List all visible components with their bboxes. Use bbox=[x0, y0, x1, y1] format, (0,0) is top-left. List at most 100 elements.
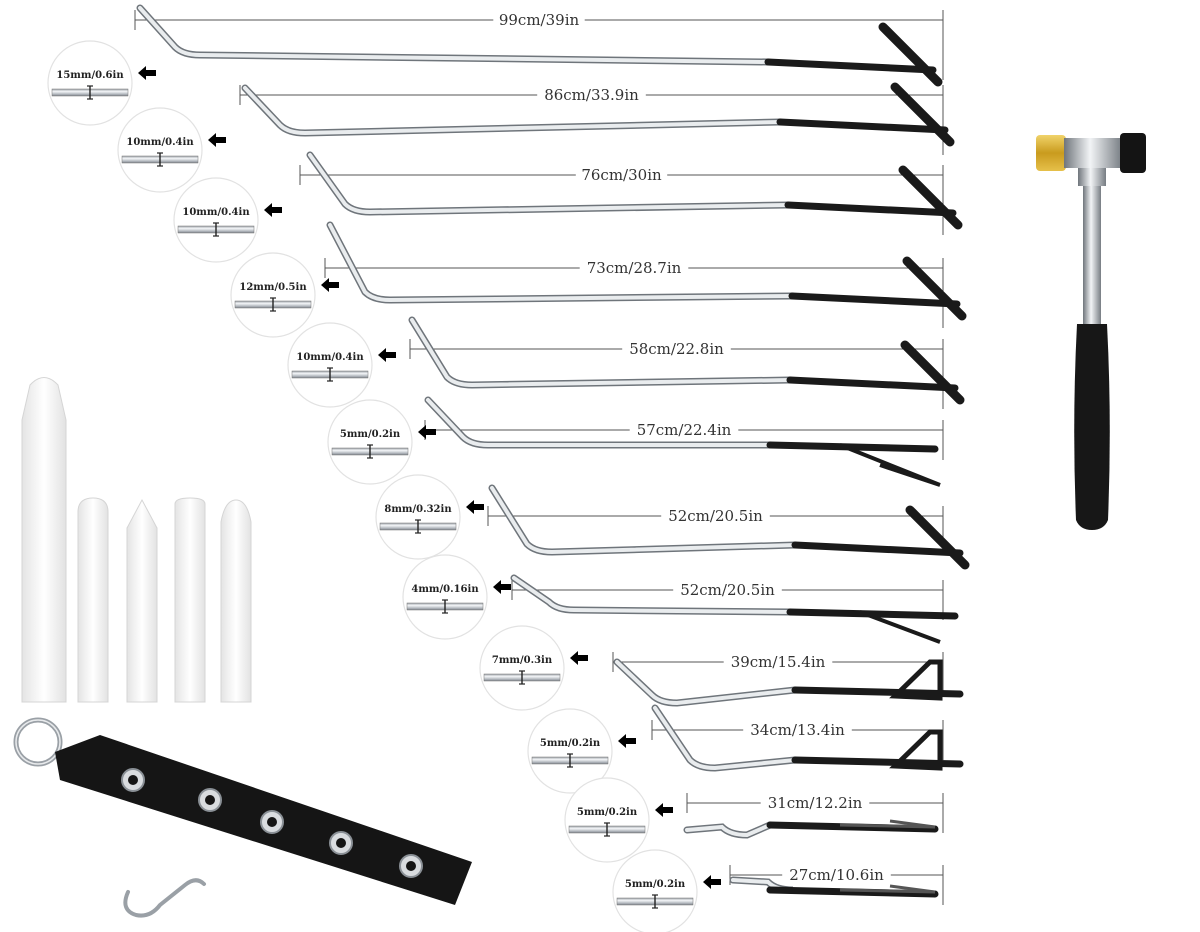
length-label: 73cm/28.7in bbox=[587, 259, 682, 277]
s-hook bbox=[123, 878, 206, 918]
t-handle bbox=[905, 505, 970, 570]
tip-circle bbox=[564, 777, 650, 863]
rod-grip bbox=[766, 886, 939, 898]
tip-circle bbox=[230, 252, 316, 338]
tip-diameter-label: 5mm/0.2in bbox=[577, 807, 638, 818]
tip-diameter-label: 5mm/0.2in bbox=[540, 738, 601, 749]
t-handle bbox=[878, 22, 943, 87]
rod-12: 27cm/10.6in 5mm/0.2in bbox=[612, 849, 944, 932]
tip-diameter-label: 10mm/0.4in bbox=[126, 137, 194, 148]
rod-8: 52cm/20.5in 4mm/0.16in bbox=[402, 554, 959, 644]
rod-grip bbox=[764, 58, 937, 74]
flat-handle bbox=[839, 819, 936, 829]
length-label: 99cm/39in bbox=[499, 11, 580, 29]
hammer-head-body bbox=[1064, 138, 1122, 168]
rod-shaft bbox=[512, 576, 792, 614]
tip-circle bbox=[402, 554, 488, 640]
rod-grip bbox=[786, 608, 959, 620]
rod-grip bbox=[786, 376, 959, 392]
hammer-head-rubber-face bbox=[1120, 133, 1146, 173]
tip-diameter-label: 5mm/0.2in bbox=[340, 429, 401, 440]
length-label: 31cm/12.2in bbox=[768, 794, 863, 812]
arrow-icon bbox=[378, 348, 396, 362]
tip-circle bbox=[47, 40, 133, 126]
arrow-icon bbox=[655, 803, 673, 817]
arrow-icon bbox=[570, 651, 588, 665]
rod-shaft bbox=[685, 823, 772, 838]
rod-grip bbox=[791, 756, 964, 768]
rod-grip bbox=[766, 441, 939, 453]
rod-9: 39cm/15.4in 7mm/0.3in bbox=[479, 625, 964, 711]
rod-grip bbox=[788, 292, 961, 308]
rod-grip bbox=[784, 201, 957, 217]
tip-circle bbox=[479, 625, 565, 711]
length-label: 34cm/13.4in bbox=[750, 721, 845, 739]
rod-10: 34cm/13.4in 5mm/0.2in bbox=[527, 704, 964, 794]
tip-diameter-label: 4mm/0.16in bbox=[411, 584, 479, 595]
t-handle bbox=[902, 256, 967, 321]
t-handle bbox=[900, 340, 965, 405]
length-label: 52cm/20.5in bbox=[680, 581, 775, 599]
tap-down-flat bbox=[174, 497, 206, 703]
rod-grip bbox=[791, 541, 964, 557]
tip-circle bbox=[287, 322, 373, 408]
tip-circle bbox=[375, 474, 461, 560]
rod-4: 73cm/28.7in 12mm/0.5in bbox=[230, 221, 967, 338]
tip-diameter-label: 12mm/0.5in bbox=[239, 282, 307, 293]
rod-shaft bbox=[490, 486, 797, 555]
rod-shaft bbox=[426, 398, 772, 447]
rod-11: 31cm/12.2in 5mm/0.2in bbox=[564, 777, 944, 863]
triangle-handle bbox=[889, 729, 943, 771]
rod-2: 86cm/33.9in 10mm/0.4in bbox=[117, 82, 955, 193]
tip-diameter-label: 8mm/0.32in bbox=[384, 504, 452, 515]
rod-shaft bbox=[243, 86, 782, 136]
rod-grip bbox=[776, 118, 949, 134]
length-label: 52cm/20.5in bbox=[668, 507, 763, 525]
rod-shaft bbox=[653, 706, 797, 771]
hammer-shaft bbox=[1083, 186, 1101, 324]
rod-shaft bbox=[615, 660, 797, 706]
arrow-icon bbox=[466, 500, 484, 514]
tip-circle bbox=[612, 849, 698, 932]
tip-diameter-label: 5mm/0.2in bbox=[625, 879, 686, 890]
tip-circle bbox=[117, 107, 203, 193]
rod-7: 52cm/20.5in 8mm/0.32in bbox=[375, 474, 970, 570]
length-label: 86cm/33.9in bbox=[544, 86, 639, 104]
tip-diameter-label: 7mm/0.3in bbox=[492, 655, 553, 666]
tip-diameter-label: 10mm/0.4in bbox=[296, 352, 364, 363]
length-label: 58cm/22.8in bbox=[629, 340, 724, 358]
arrow-icon bbox=[493, 580, 511, 594]
rod-shaft bbox=[410, 318, 792, 388]
grommets bbox=[121, 768, 423, 878]
hammer-grip bbox=[1074, 324, 1110, 530]
arrow-icon bbox=[138, 66, 156, 80]
arrow-icon bbox=[264, 203, 282, 217]
tap-down-long-pointed bbox=[21, 377, 67, 703]
length-label: 57cm/22.4in bbox=[637, 421, 732, 439]
rod-shaft bbox=[328, 223, 794, 303]
arrow-icon bbox=[321, 278, 339, 292]
length-label: 27cm/10.6in bbox=[789, 866, 884, 884]
tap-down-bullet bbox=[220, 499, 252, 703]
t-handle bbox=[890, 82, 955, 147]
arrow-icon bbox=[703, 875, 721, 889]
hook-handle bbox=[859, 610, 941, 644]
hammer-head-brass-face bbox=[1036, 135, 1066, 171]
length-label: 39cm/15.4in bbox=[731, 653, 826, 671]
loop-handle bbox=[839, 443, 941, 487]
flat-handle bbox=[839, 884, 936, 894]
length-label: 76cm/30in bbox=[581, 166, 662, 184]
rod-grip bbox=[791, 686, 964, 698]
tip-circle bbox=[527, 708, 613, 794]
triangle-handle bbox=[889, 659, 943, 701]
tip-circle bbox=[327, 399, 413, 485]
rod-shaft bbox=[138, 6, 770, 64]
rod-grip bbox=[766, 821, 939, 833]
